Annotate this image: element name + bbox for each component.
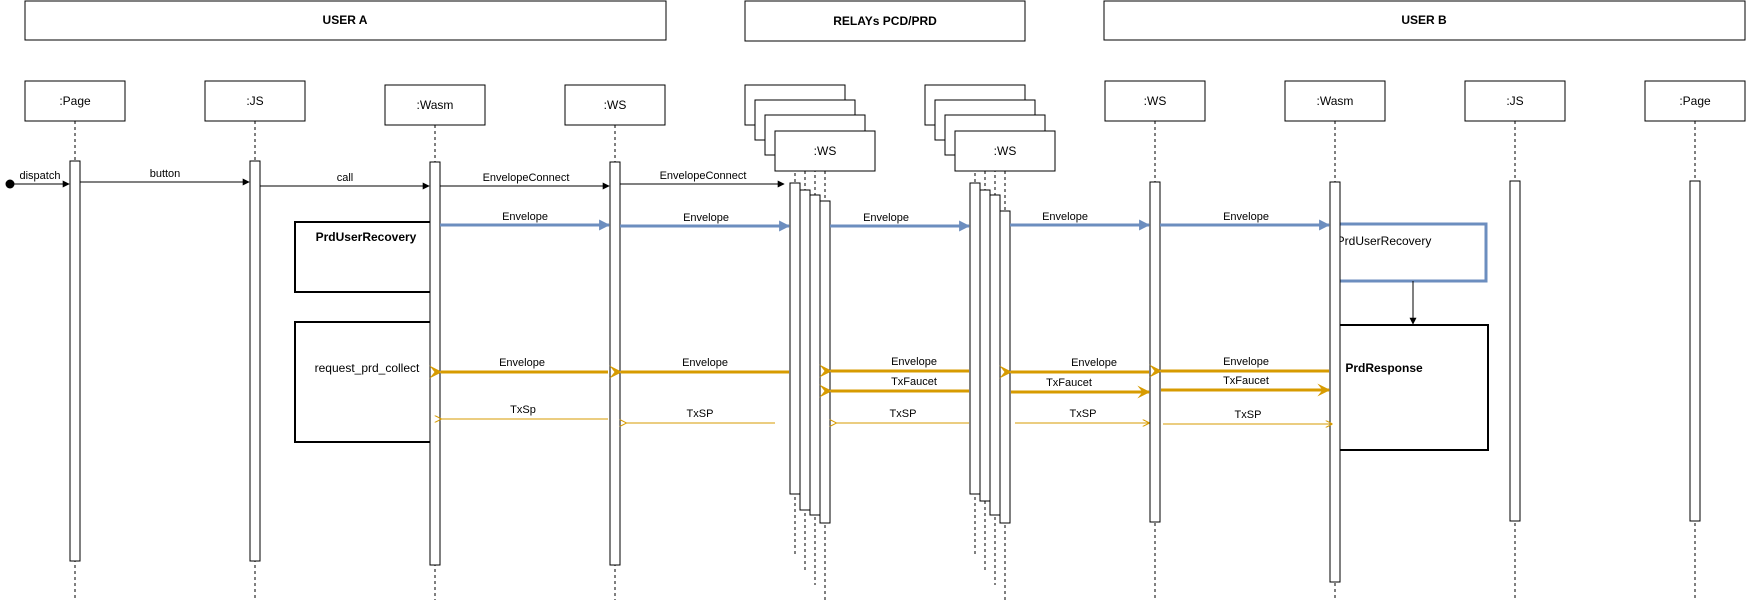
message-envelope-2: Envelope [620,212,791,232]
message-txfaucet-1: TxFaucet [819,376,969,398]
message-call-label: call [337,172,354,184]
message-txfaucet-2-label: TxFaucet [1046,377,1092,389]
participant-wasm-b-label: :Wasm [1317,94,1354,108]
note-prd-user-recovery-a-label: PrdUserRecovery [316,230,417,244]
group-relays-label: RELAYs PCD/PRD [833,14,937,28]
message-envelope-5-label: Envelope [1223,211,1269,223]
participant-page-b: :Page [1644,80,1746,122]
activation-relay2-1 [969,182,981,495]
participant-wasm-a: :Wasm [384,84,486,126]
activation-relay1-1 [789,182,801,495]
activation-relay1-2 [799,189,811,511]
message-envelope-back-5: Envelope [1149,356,1329,378]
activation-page-b [1689,180,1701,522]
message-envelope-2-label: Envelope [683,212,729,224]
relay1-ws-label: :WS [814,144,837,158]
message-txfaucet-3: TxFaucet [1161,375,1331,397]
message-button: button [80,168,250,186]
note-prd-response-label: PrdResponse [1345,361,1423,375]
participant-ws-a: :WS [564,84,666,126]
message-envelope-back-1-label: Envelope [499,357,545,369]
activation-wasm-a [429,161,441,566]
activation-relay1-3 [809,194,821,516]
group-user-a: USER A [24,0,667,41]
note-prd-user-recovery-a: PrdUserRecovery [294,221,436,293]
participant-page-a-label: :Page [59,94,91,108]
relay2-ws-box-4 [954,130,1056,172]
message-txsp-5-label: TxSP [1235,409,1262,421]
group-user-a-label: USER A [323,13,368,27]
message-txsp-2: TxSP [626,408,775,423]
message-dispatch-label: dispatch [20,170,61,182]
activation-relay2-2 [979,189,991,502]
message-txfaucet-1-label: TxFaucet [891,376,937,388]
participant-ws-b: :WS [1104,80,1206,122]
message-envelope-connect-2-label: EnvelopeConnect [660,170,747,182]
message-envelope-3: Envelope [830,212,971,232]
message-txsp-2-label: TxSP [687,408,714,420]
message-txsp-1-label: TxSp [510,404,536,416]
message-call: call [260,172,430,190]
message-envelope-1: Envelope [440,211,611,231]
activation-relay1-4 [819,200,831,524]
relay1-ws-box-4 [774,130,876,172]
participant-js-b: :JS [1464,80,1566,122]
participant-page-b-label: :Page [1679,94,1711,108]
note-prd-response: PrdResponse [1334,324,1489,451]
participant-js-b-label: :JS [1506,94,1523,108]
activation-ws-a [609,161,621,566]
message-txsp-3-label: TxSP [890,408,917,420]
message-txsp-3: TxSP [836,408,969,423]
message-envelope-1-label: Envelope [502,211,548,223]
message-button-label: button [150,168,181,180]
participant-ws-b-label: :WS [1144,94,1167,108]
message-envelope-3-label: Envelope [863,212,909,224]
participant-js-a-label: :JS [246,94,263,108]
activation-js-a [249,160,261,562]
message-envelope-back-5-label: Envelope [1223,356,1269,368]
message-envelope-5: Envelope [1160,211,1331,231]
message-envelope-back-4: Envelope [999,357,1149,379]
activation-wasm-b [1329,181,1341,583]
activation-relay2-4 [999,210,1011,524]
note-prd-user-recovery-b: PrdUserRecovery [1333,222,1488,283]
activation-js-b [1509,180,1521,522]
participant-ws-a-label: :WS [604,98,627,112]
group-relays: RELAYs PCD/PRD [744,0,1026,42]
message-envelope-back-3-label: Envelope [891,356,937,368]
message-dispatch: dispatch [5,170,70,189]
message-envelope-back-1: Envelope [429,357,608,379]
participant-relay1-ws-stack: :WS [744,84,876,172]
participant-wasm-b: :Wasm [1284,80,1386,122]
participant-js-a: :JS [204,80,306,122]
relay2-ws-label: :WS [994,144,1017,158]
message-envelope-connect-1-label: EnvelopeConnect [483,172,570,184]
message-envelope-4: Envelope [1010,211,1151,231]
message-envelope-back-2: Envelope [609,357,789,379]
note-request-prd-collect: request_prd_collect [294,321,436,443]
message-envelope-back-2-label: Envelope [682,357,728,369]
message-envelope-connect-2: EnvelopeConnect [620,170,785,188]
message-envelope-back-3: Envelope [819,356,969,378]
activation-ws-b [1149,181,1161,523]
message-txsp-4-label: TxSP [1070,408,1097,420]
group-user-b: USER B [1103,0,1746,41]
message-txfaucet-3-label: TxFaucet [1223,375,1269,387]
activation-page-a [69,160,81,562]
message-txsp-1: TxSp [441,404,608,419]
message-txfaucet-2: TxFaucet [1011,377,1151,399]
message-envelope-connect-1: EnvelopeConnect [440,172,610,190]
participant-page-a: :Page [24,80,126,122]
note-prd-user-recovery-b-label: PrdUserRecovery [1337,234,1432,248]
message-txsp-4: TxSP [1015,408,1149,423]
message-txsp-5: TxSP [1163,409,1332,424]
message-envelope-back-4-label: Envelope [1071,357,1117,369]
note-request-prd-collect-label: request_prd_collect [315,361,420,375]
participant-relay2-ws-stack: :WS [924,84,1056,172]
message-envelope-4-label: Envelope [1042,211,1088,223]
group-user-b-label: USER B [1401,13,1447,27]
participant-wasm-a-label: :Wasm [417,98,454,112]
activation-relay2-3 [989,194,1001,516]
